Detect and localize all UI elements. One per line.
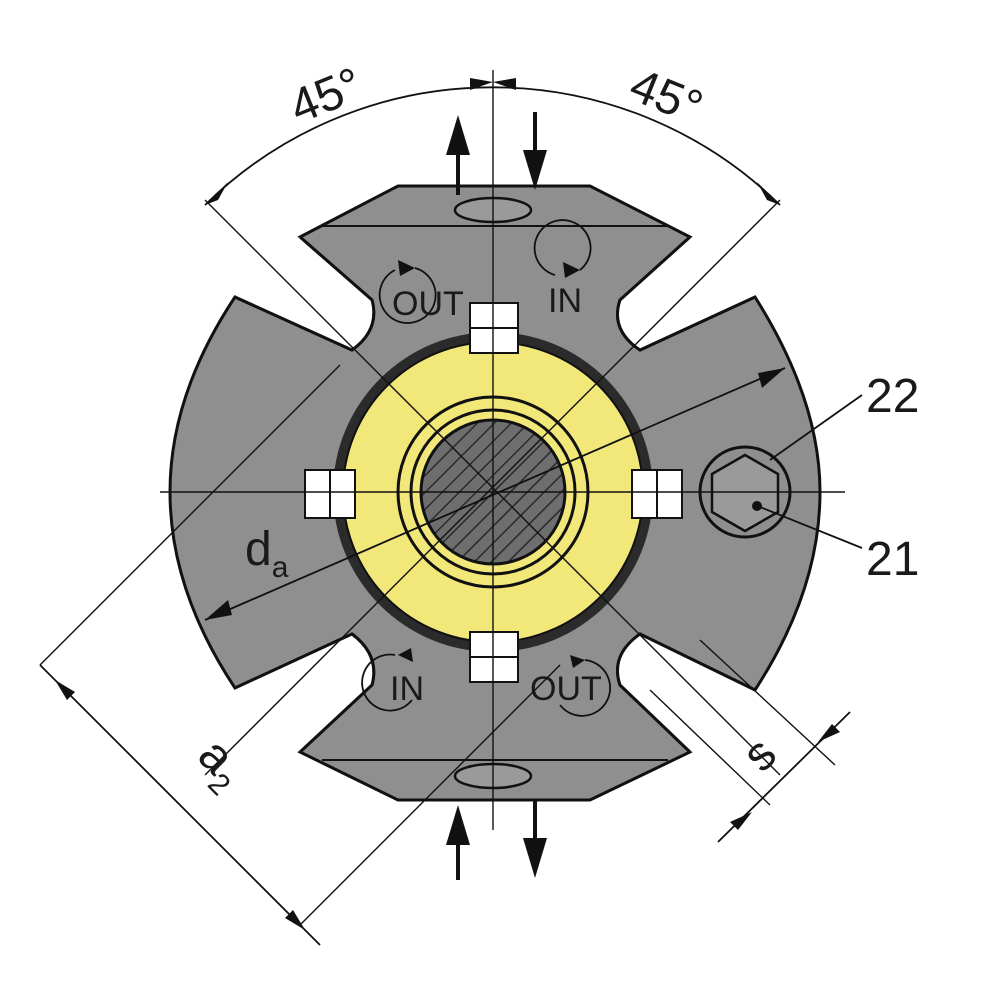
callout-21-label: 21	[866, 533, 919, 586]
flow-label-top-right: IN	[548, 282, 582, 320]
da-label: da	[245, 523, 289, 584]
flow-arrow-bottom-in	[446, 805, 470, 880]
flow-label-bottom-left: IN	[390, 670, 424, 708]
callout-22	[769, 394, 863, 461]
s-dimension	[649, 639, 851, 843]
bolt-left	[304, 469, 356, 519]
centerlines	[160, 70, 845, 830]
da-dimension	[204, 367, 786, 621]
bolt-right	[631, 469, 683, 519]
a2-label: a2	[182, 728, 256, 802]
angle-right-label: 45°	[622, 59, 709, 135]
bolt-top	[469, 302, 519, 354]
flow-label-bottom-right: OUT	[530, 670, 602, 708]
angle-left-label: 45°	[282, 58, 369, 134]
a2-dimension	[39, 364, 561, 946]
callout-22-label: 22	[866, 370, 919, 423]
flow-arrow-top-out	[446, 115, 470, 195]
flow-label-top-left: OUT	[392, 285, 464, 323]
bolt-bottom	[469, 631, 519, 683]
angle-dimension	[204, 78, 781, 206]
flow-arrow-top-in	[523, 112, 547, 190]
flow-arrow-bottom-out	[523, 800, 547, 878]
slot-bottom-left	[234, 632, 376, 754]
callout-21	[759, 506, 863, 549]
